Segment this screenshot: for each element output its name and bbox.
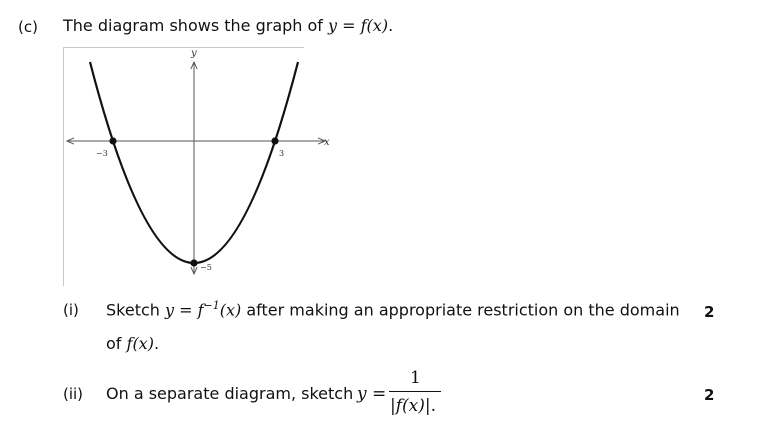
q1-text-line2: of f(x). — [106, 334, 159, 353]
q2-eq-lhs: y = — [357, 384, 387, 404]
intro-lead: The diagram shows the graph of — [63, 16, 329, 35]
intro-equation: y = f(x) — [328, 16, 389, 35]
x-tick-neg: −3 — [96, 149, 108, 158]
q1-line2-end: . — [153, 334, 160, 353]
q2-text: On a separate diagram, sketch — [106, 384, 354, 403]
q1-exponent: −1 — [203, 299, 220, 312]
q2-denominator: |f(x)|. — [390, 396, 436, 416]
intro-end: . — [388, 16, 394, 35]
graph-frame — [63, 47, 304, 286]
q1-label: (i) — [63, 301, 79, 319]
q1-text-a: Sketch — [106, 300, 165, 320]
part-label: (c) — [18, 18, 38, 36]
q1-text-b: after making an appropriate restriction … — [241, 300, 680, 320]
y-tick: −5 — [200, 263, 212, 272]
q1-line2-math: f(x) — [126, 334, 154, 353]
q2-end: . — [430, 396, 437, 416]
root-point-neg — [109, 137, 117, 145]
q1-equation: y = f — [165, 300, 204, 320]
q2-marks: 2 — [704, 386, 715, 404]
q1-marks: 2 — [704, 303, 715, 321]
y-axis-label: y — [190, 48, 197, 59]
q1-equation-tail: (x) — [219, 300, 242, 320]
vertex-point — [190, 259, 198, 267]
x-axis-label: x — [324, 137, 330, 148]
q2-denominator-text: |f(x)| — [390, 396, 431, 416]
q1-text: Sketch y = f−1(x) after making an approp… — [106, 299, 680, 319]
q2-numerator: 1 — [410, 368, 421, 388]
root-point-pos — [271, 137, 279, 145]
fraction-bar — [389, 391, 441, 392]
x-tick-pos: 3 — [279, 149, 284, 158]
intro-text: The diagram shows the graph of y = f(x). — [63, 16, 393, 35]
q2-label: (ii) — [63, 385, 84, 403]
q1-line2-prefix: of — [106, 334, 127, 353]
